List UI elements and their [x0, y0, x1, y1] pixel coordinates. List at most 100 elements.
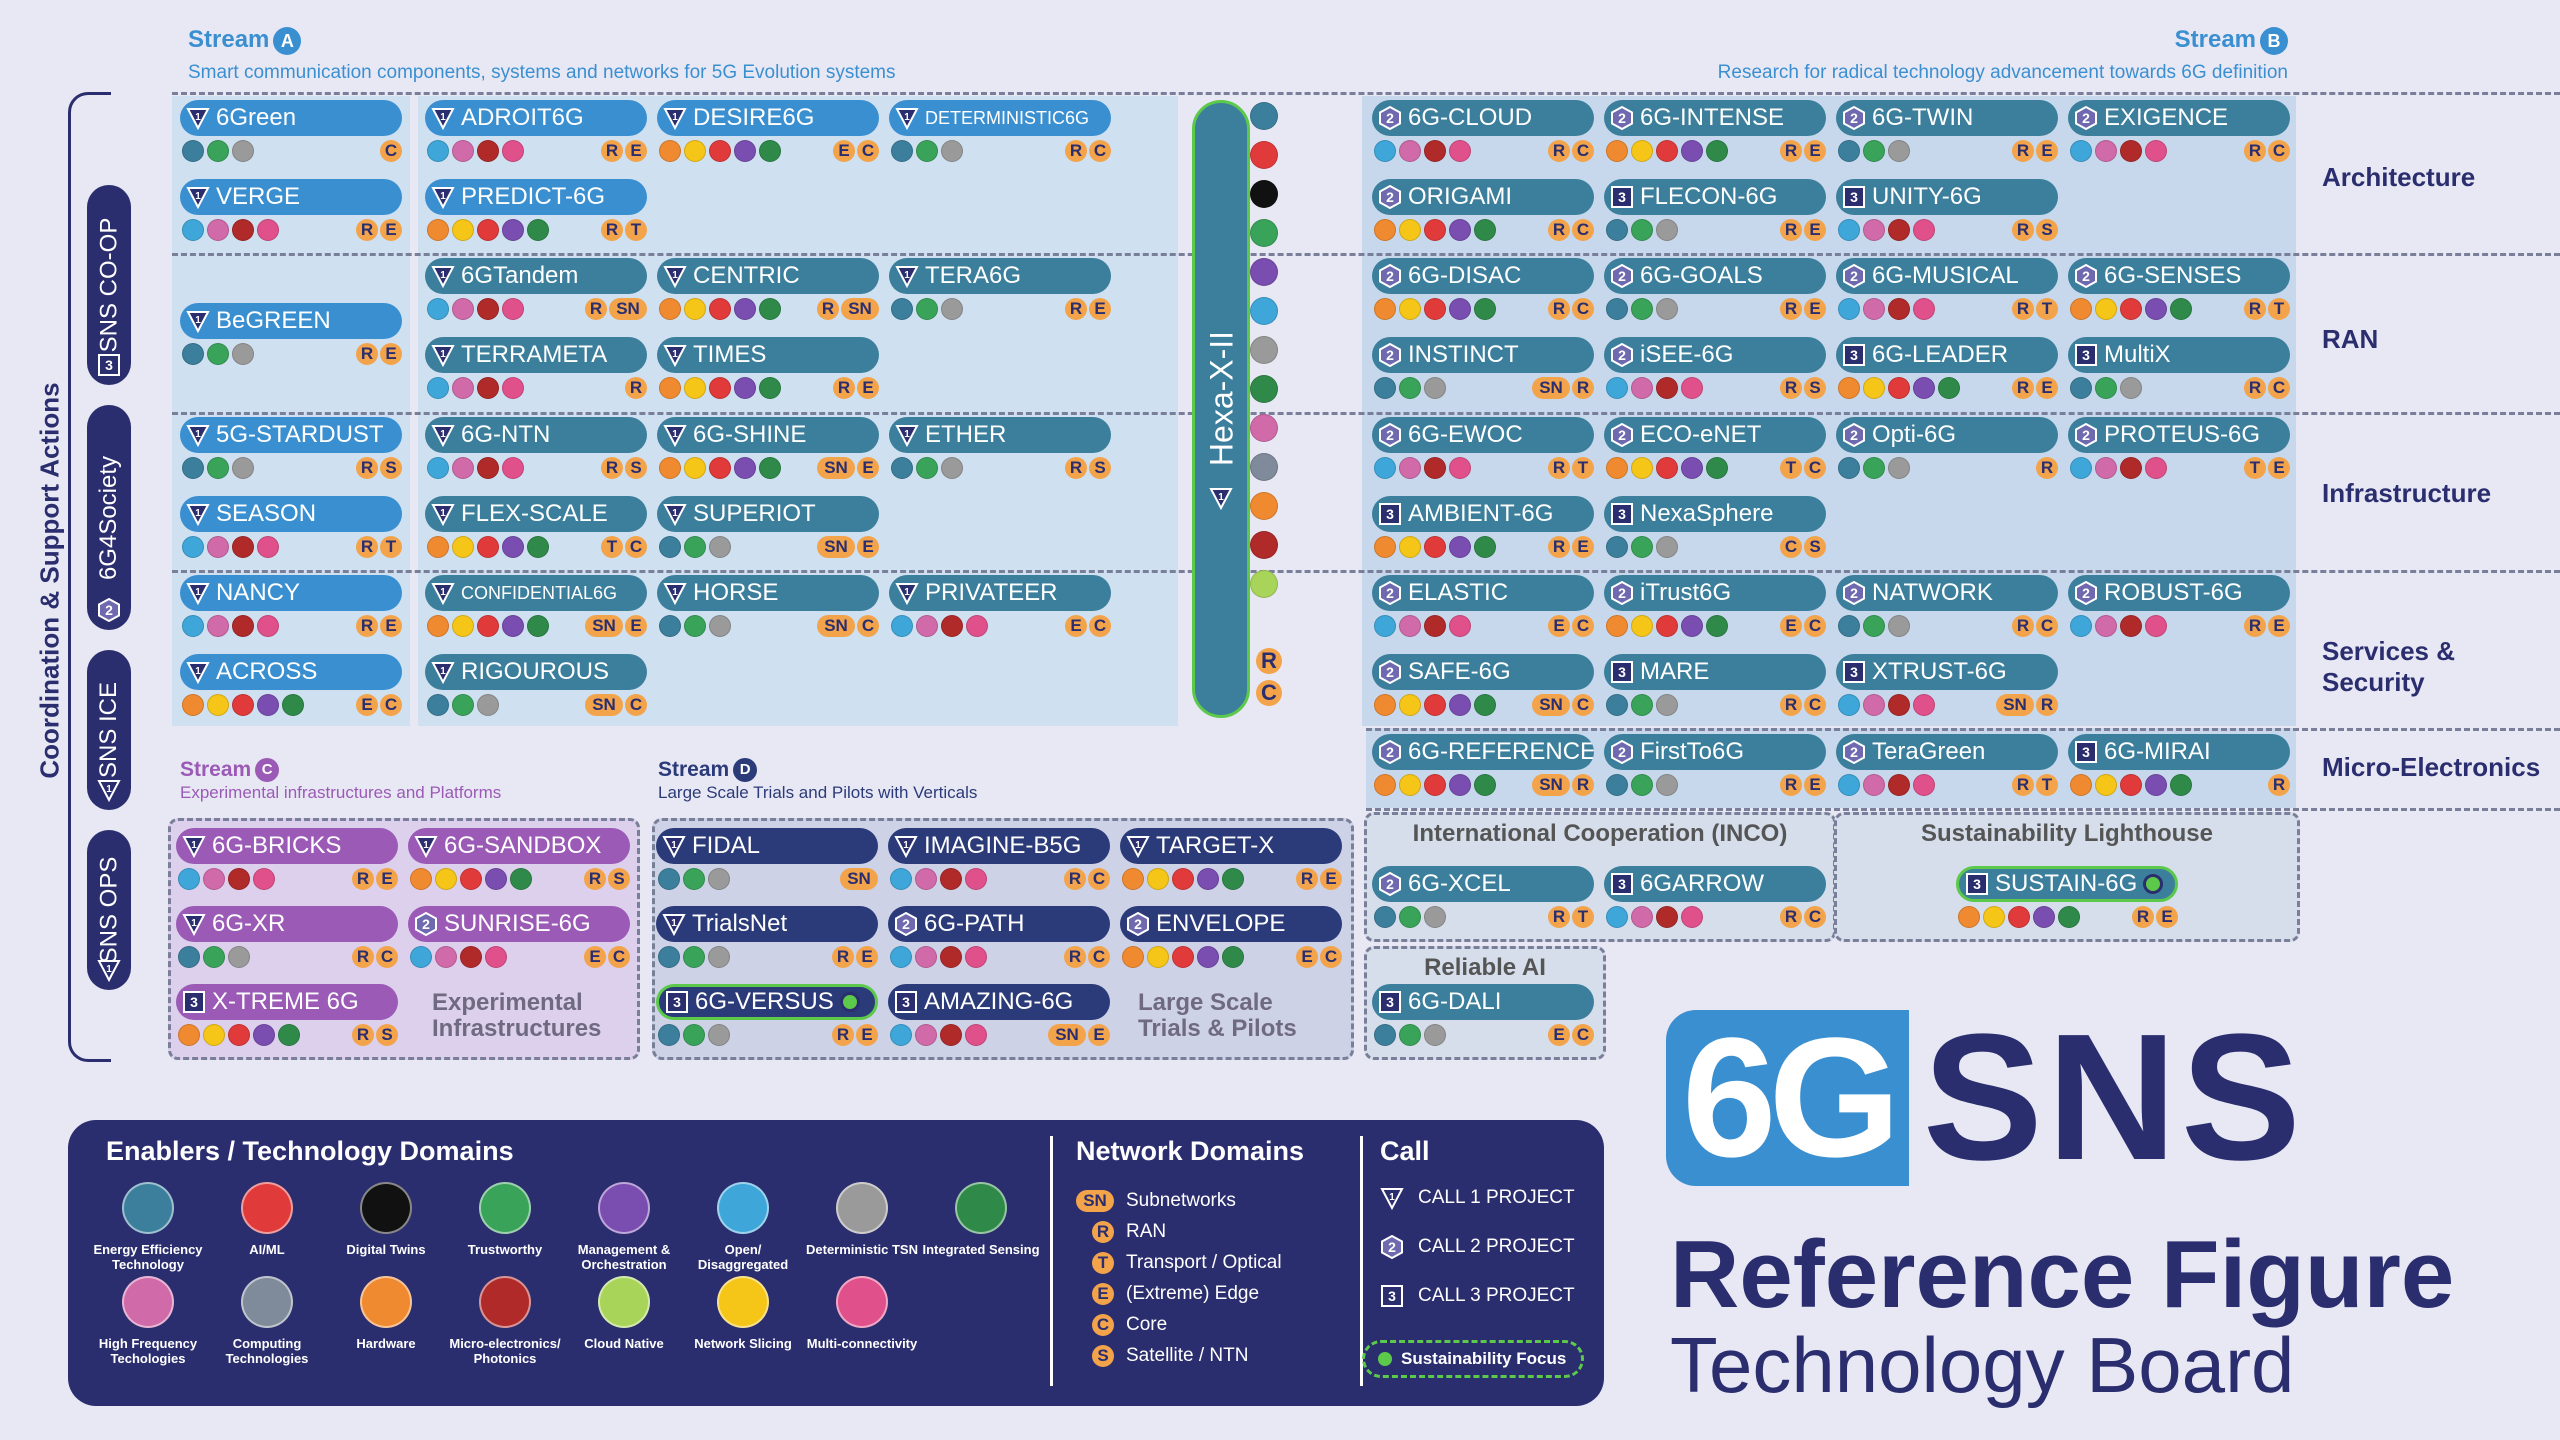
project-6g-reference[interactable]: 26G-REFERENCESNR: [1372, 734, 1594, 796]
project-itrust6g[interactable]: 2iTrust6GEC: [1604, 575, 1826, 637]
project-amazing-6g[interactable]: 3AMAZING-6GSNE: [888, 984, 1110, 1046]
project-superiot[interactable]: 1SUPERIOTSNE: [657, 496, 879, 558]
project-imagine-b5g[interactable]: 1IMAGINE-B5GRC: [888, 828, 1110, 890]
project-pill[interactable]: 2ROBUST-6G: [2068, 575, 2290, 611]
project-pill[interactable]: 1ETHER: [889, 417, 1111, 453]
project-ether[interactable]: 1ETHERRS: [889, 417, 1111, 479]
project-pill[interactable]: 3SUSTAIN-6G: [1956, 866, 2178, 902]
project-pill[interactable]: 26G-REFERENCE: [1372, 734, 1594, 770]
project-6gtandem[interactable]: 16GTandemRSN: [425, 258, 647, 320]
project-pill[interactable]: 1SEASON: [180, 496, 402, 532]
tab-sns-ops[interactable]: SNS OPS1: [87, 830, 131, 990]
project-safe-6g[interactable]: 2SAFE-6GSNC: [1372, 654, 1594, 716]
project-pill[interactable]: 36G-MIRAI: [2068, 734, 2290, 770]
project-6g-ewoc[interactable]: 26G-EWOCRT: [1372, 417, 1594, 479]
project-pill[interactable]: 1HORSE: [657, 575, 879, 611]
project-pill[interactable]: 3UNITY-6G: [1836, 179, 2058, 215]
project-pill[interactable]: 2FirstTo6G: [1604, 734, 1826, 770]
project-6g-intense[interactable]: 26G-INTENSERE: [1604, 100, 1826, 162]
project-6g-bricks[interactable]: 16G-BRICKSRE: [176, 828, 398, 890]
project-pill[interactable]: 2TeraGreen: [1836, 734, 2058, 770]
project-6g-twin[interactable]: 26G-TWINRE: [1836, 100, 2058, 162]
project-6g-versus[interactable]: 36G-VERSUSRE: [656, 984, 878, 1046]
project-x-treme-6g[interactable]: 3X-TREME 6GRS: [176, 984, 398, 1046]
project-proteus-6g[interactable]: 2PROTEUS-6GTE: [2068, 417, 2290, 479]
project-pill[interactable]: 1DESIRE6G: [657, 100, 879, 136]
project-multix[interactable]: 3MultiXRC: [2068, 337, 2290, 399]
project-flecon-6g[interactable]: 3FLECON-6GRE: [1604, 179, 1826, 241]
project-trialsnet[interactable]: 1TrialsNetRE: [656, 906, 878, 968]
project-pill[interactable]: 1IMAGINE-B5G: [888, 828, 1110, 864]
project-pill[interactable]: 36G-DALI: [1372, 984, 1594, 1020]
project-flex-scale[interactable]: 1FLEX-SCALETC: [425, 496, 647, 558]
project-instinct[interactable]: 2INSTINCTSNR: [1372, 337, 1594, 399]
project-terrameta[interactable]: 1TERRAMETAR: [425, 337, 647, 399]
project-6g-path[interactable]: 26G-PATHRC: [888, 906, 1110, 968]
project-pill[interactable]: 2ECO-eNET: [1604, 417, 1826, 453]
project-firstto6g[interactable]: 2FirstTo6GRE: [1604, 734, 1826, 796]
project-confidential6g[interactable]: 1CONFIDENTIAL6GSNE: [425, 575, 647, 637]
project-pill[interactable]: 2iTrust6G: [1604, 575, 1826, 611]
tab-6g4society[interactable]: 6G4Society2: [87, 405, 131, 630]
project-pill[interactable]: 3X-TREME 6G: [176, 984, 398, 1020]
project-verge[interactable]: 1VERGERE: [180, 179, 402, 241]
project-envelope[interactable]: 2ENVELOPEEC: [1120, 906, 1342, 968]
project-nancy[interactable]: 1NANCYRE: [180, 575, 402, 637]
project-unity-6g[interactable]: 3UNITY-6GRS: [1836, 179, 2058, 241]
project-6g-dali[interactable]: 36G-DALIEC: [1372, 984, 1594, 1046]
project-pill[interactable]: 1TrialsNet: [656, 906, 878, 942]
project-pill[interactable]: 26G-SENSES: [2068, 258, 2290, 294]
project-pill[interactable]: 16GTandem: [425, 258, 647, 294]
project-6g-sandbox[interactable]: 16G-SANDBOXRS: [408, 828, 630, 890]
project-pill[interactable]: 3NexaSphere: [1604, 496, 1826, 532]
project-opti-6g[interactable]: 2Opti-6GR: [1836, 417, 2058, 479]
project-tera6g[interactable]: 1TERA6GRE: [889, 258, 1111, 320]
project-pill[interactable]: 2ELASTIC: [1372, 575, 1594, 611]
project-predict-6g[interactable]: 1PREDICT-6GRT: [425, 179, 647, 241]
project-pill[interactable]: 1RIGOUROUS: [425, 654, 647, 690]
project-6g-ntn[interactable]: 16G-NTNRS: [425, 417, 647, 479]
tab-sns-coop[interactable]: SNS CO-OP3: [87, 185, 131, 385]
project-centric[interactable]: 1CENTRICRSN: [657, 258, 879, 320]
project-pill[interactable]: 1CONFIDENTIAL6G: [425, 575, 647, 611]
project-pill[interactable]: 1CENTRIC: [657, 258, 879, 294]
project-pill[interactable]: 2ENVELOPE: [1120, 906, 1342, 942]
project-pill[interactable]: 16G-SHINE: [657, 417, 879, 453]
project-pill[interactable]: 1SUPERIOT: [657, 496, 879, 532]
project-nexasphere[interactable]: 3NexaSphereCS: [1604, 496, 1826, 558]
project-mare[interactable]: 3MARERC: [1604, 654, 1826, 716]
project-pill[interactable]: 16G-SANDBOX: [408, 828, 630, 864]
project-pill[interactable]: 3XTRUST-6G: [1836, 654, 2058, 690]
project-pill[interactable]: 1PRIVATEER: [889, 575, 1111, 611]
project-pill[interactable]: 1ADROIT6G: [425, 100, 647, 136]
project-horse[interactable]: 1HORSESNC: [657, 575, 879, 637]
project-pill[interactable]: 1TERA6G: [889, 258, 1111, 294]
project-pill[interactable]: 2iSEE-6G: [1604, 337, 1826, 373]
project-pill[interactable]: 2EXIGENCE: [2068, 100, 2290, 136]
project-pill[interactable]: 26G-MUSICAL: [1836, 258, 2058, 294]
project-6g-cloud[interactable]: 26G-CLOUDRC: [1372, 100, 1594, 162]
project-pill[interactable]: 2SAFE-6G: [1372, 654, 1594, 690]
project-6g-mirai[interactable]: 36G-MIRAIR: [2068, 734, 2290, 796]
project-6green[interactable]: 16GreenC: [180, 100, 402, 162]
project-6g-xr[interactable]: 16G-XRRC: [176, 906, 398, 968]
project-pill[interactable]: 2INSTINCT: [1372, 337, 1594, 373]
project-6garrow[interactable]: 36GARROWRC: [1604, 866, 1826, 928]
project-pill[interactable]: 26G-DISAC: [1372, 258, 1594, 294]
project-rigourous[interactable]: 1RIGOUROUSSNC: [425, 654, 647, 716]
project-pill[interactable]: 2NATWORK: [1836, 575, 2058, 611]
project-5g-stardust[interactable]: 15G-STARDUSTRS: [180, 417, 402, 479]
project-pill[interactable]: 3MARE: [1604, 654, 1826, 690]
project-ambient-6g[interactable]: 3AMBIENT-6GRE: [1372, 496, 1594, 558]
project-pill[interactable]: 3AMBIENT-6G: [1372, 496, 1594, 532]
project-pill[interactable]: 1ACROSS: [180, 654, 402, 690]
project-pill[interactable]: 36GARROW: [1604, 866, 1826, 902]
project-pill[interactable]: 26G-TWIN: [1836, 100, 2058, 136]
project-pill[interactable]: 1BeGREEN: [180, 303, 402, 339]
project-pill[interactable]: 1FIDAL: [656, 828, 878, 864]
project-origami[interactable]: 2ORIGAMIRC: [1372, 179, 1594, 241]
project-pill[interactable]: 16G-XR: [176, 906, 398, 942]
project-pill[interactable]: 3FLECON-6G: [1604, 179, 1826, 215]
project-exigence[interactable]: 2EXIGENCERC: [2068, 100, 2290, 162]
project-pill[interactable]: 15G-STARDUST: [180, 417, 402, 453]
